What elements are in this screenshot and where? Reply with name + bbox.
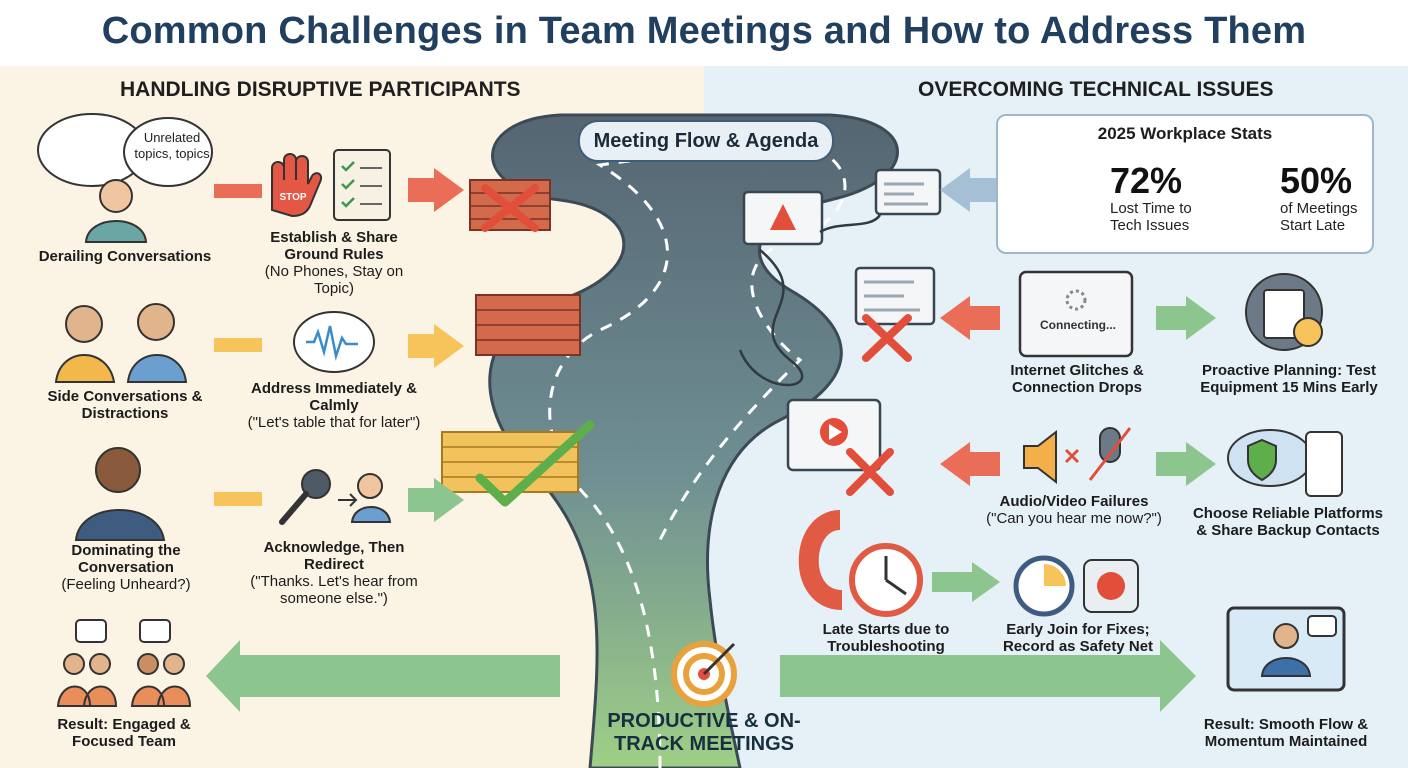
brick-wall-middle [475, 294, 581, 356]
thought-cloud [37, 113, 213, 187]
stat-lost-time-label: Lost Time to Tech Issues [1110, 200, 1192, 234]
challenge-label-dominating: Dominating the Conversation(Feeling Unhe… [61, 542, 191, 593]
meeting-flow-badge: Meeting Flow & Agenda [578, 120, 834, 162]
workplace-stats-card: 2025 Workplace Stats 72% Lost Time to Te… [996, 114, 1374, 254]
stats-title: 2025 Workplace Stats [1097, 124, 1273, 143]
page-title: Common Challenges in Team Meetings and H… [101, 10, 1307, 52]
fix-label-reliable-platforms: Choose Reliable Platforms & Share Backup… [1192, 505, 1384, 539]
x-mark-wall-1 [481, 184, 539, 232]
fix-label-proactive-planning: Proactive Planning: Test Equipment 15 Mi… [1200, 362, 1378, 396]
cloud-shield-phone-icon [1227, 429, 1343, 497]
tangled-cable [738, 214, 882, 387]
connecting-monitor-icon [1018, 270, 1134, 358]
issue-label-audio-video: Audio/Video Failures("Can you hear me no… [986, 493, 1162, 527]
left-arrows [214, 168, 464, 522]
solution-label-address-calmly: Address Immediately & Calmly("Let's tabl… [247, 380, 421, 431]
stop-hand-icon [271, 153, 322, 218]
solution-label-redirect: Acknowledge, Then Redirect("Thanks. Let'… [250, 539, 418, 607]
challenge-label-side-conversations: Side Conversations & Distractions [47, 388, 203, 422]
right-section-heading: OVERCOMING TECHNICAL ISSUES [918, 78, 1274, 101]
code-screen [874, 168, 942, 216]
dominating-speaker-avatar [74, 447, 166, 541]
microphone-redirect-icon [279, 469, 392, 525]
green-check-arrow [475, 420, 595, 507]
thought-bubble-text: Unrelated topics, topics [134, 130, 210, 161]
winding-road [488, 113, 899, 768]
result-arrow-left [206, 640, 560, 712]
target-bullseye-icon [671, 641, 737, 707]
planning-gear-clipboard-icon [1245, 273, 1323, 351]
fix-label-early-join: Early Join for Fixes; Record as Safety N… [1002, 621, 1154, 655]
left-result-label: Result: Engaged & Focused Team [57, 716, 191, 750]
team-group-avatars [56, 619, 192, 707]
issue-label-internet: Internet Glitches & Connection Drops [1010, 362, 1144, 396]
connecting-status-text: Connecting... [1040, 318, 1116, 332]
result-arrow-right [780, 640, 1196, 712]
video-player-screen [786, 398, 882, 472]
stat-late-start-value: 50% [1280, 160, 1353, 201]
challenge-label-derailing: Derailing Conversations [38, 248, 212, 265]
whispering-people-avatars [54, 303, 188, 383]
right-arrows [932, 168, 1216, 602]
magnet-u [798, 510, 844, 610]
stat-late-start-label: of Meetings Start Late [1280, 200, 1358, 234]
speech-wave-bubble-icon [293, 311, 375, 373]
warning-screen [742, 190, 824, 246]
road-center-line [548, 138, 847, 768]
stop-sign-text: STOP [279, 192, 307, 203]
alarm-clock-icon [849, 543, 923, 617]
stat-lost-time-value: 72% [1110, 160, 1183, 201]
left-section-heading: HANDLING DISRUPTIVE PARTICIPANTS [120, 78, 521, 101]
x-mark-connection [862, 314, 912, 362]
issue-label-late-starts: Late Starts due to Troubleshooting [822, 621, 950, 655]
video-call-monitor-icon [1226, 606, 1346, 692]
outcome-label: PRODUCTIVE & ON-TRACK MEETINGS [607, 710, 801, 755]
x-mark-video [846, 448, 894, 496]
brick-wall-low [441, 431, 579, 493]
person-derailing-avatar [84, 179, 148, 243]
early-join-clock-record-icon [1013, 555, 1139, 617]
broken-screen [854, 266, 936, 326]
solution-label-ground-rules: Establish & Share Ground Rules(No Phones… [264, 229, 404, 297]
right-result-label: Result: Smooth Flow & Momentum Maintaine… [1203, 716, 1369, 750]
scroll-checklist-icon [333, 149, 391, 221]
muted-speaker-mic-icon [1023, 427, 1132, 485]
